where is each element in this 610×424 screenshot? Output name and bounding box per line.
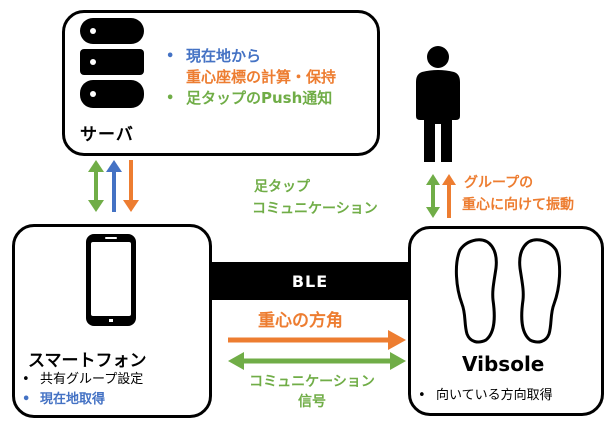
smartphone-item: •共有グループ設定 — [22, 370, 143, 390]
smartphone-icon — [86, 234, 136, 326]
server-title: サーバ — [80, 125, 134, 145]
person-vibsole-arrows — [426, 174, 456, 218]
server-bullet-1: •現在地から — [166, 47, 262, 65]
smartphone-title: スマートフォン — [28, 351, 147, 371]
foot-tap-line2: コミュニケーション — [252, 201, 378, 217]
server-phone-arrows — [88, 160, 139, 212]
vibsole-item: •向いている方向取得 — [418, 386, 553, 406]
ble-label: BLE — [291, 271, 329, 291]
smartphone-item-text: 現在地取得 — [40, 392, 106, 407]
comm-signal-line1: コミュニケーション — [249, 374, 375, 390]
smartphone-item-text: 共有グループ設定 — [40, 372, 144, 387]
communication-signal-arrow — [228, 352, 406, 370]
server-bullet-1b: 重心座標の計算・保持 — [166, 67, 336, 88]
center-direction-arrow — [228, 330, 406, 350]
server-bullet-1b-text: 重心座標の計算・保持 — [186, 68, 337, 86]
group-vibration-label: グループの 重心に向けて振動 — [462, 172, 574, 216]
vibsole-item-list: •向いている方向取得 — [418, 386, 553, 406]
group-line2: 重心に向けて振動 — [462, 197, 574, 213]
vibsole-title: Vibsole — [462, 352, 545, 376]
server-bullet-1-text: 現在地から — [186, 47, 262, 65]
center-direction-label: 重心の方角 — [258, 311, 343, 331]
server-bullet-2: •足タップのPush通知 — [166, 89, 333, 107]
server-bullet-2-text: 足タップのPush通知 — [186, 89, 333, 107]
footprints-icon — [454, 238, 562, 344]
smartphone-item: •現在地取得 — [22, 390, 143, 410]
foot-tap-label: 足タップ コミュニケーション — [252, 176, 378, 220]
ble-bar: BLE — [210, 262, 410, 300]
smartphone-item-list: •共有グループ設定 •現在地取得 — [22, 370, 143, 410]
person-icon — [416, 46, 460, 162]
foot-tap-line1: 足タップ — [254, 179, 310, 195]
database-icon — [80, 18, 144, 108]
smartphone-box — [12, 224, 212, 418]
vibsole-item-text: 向いている方向取得 — [436, 388, 553, 403]
group-line1: グループの — [464, 175, 534, 191]
comm-signal-line2: 信号 — [298, 394, 326, 410]
server-bullet-list: •現在地から 重心座標の計算・保持 •足タップのPush通知 — [166, 46, 336, 109]
vibsole-box — [408, 226, 604, 416]
communication-signal-label: コミュニケーション 信号 — [232, 372, 392, 412]
